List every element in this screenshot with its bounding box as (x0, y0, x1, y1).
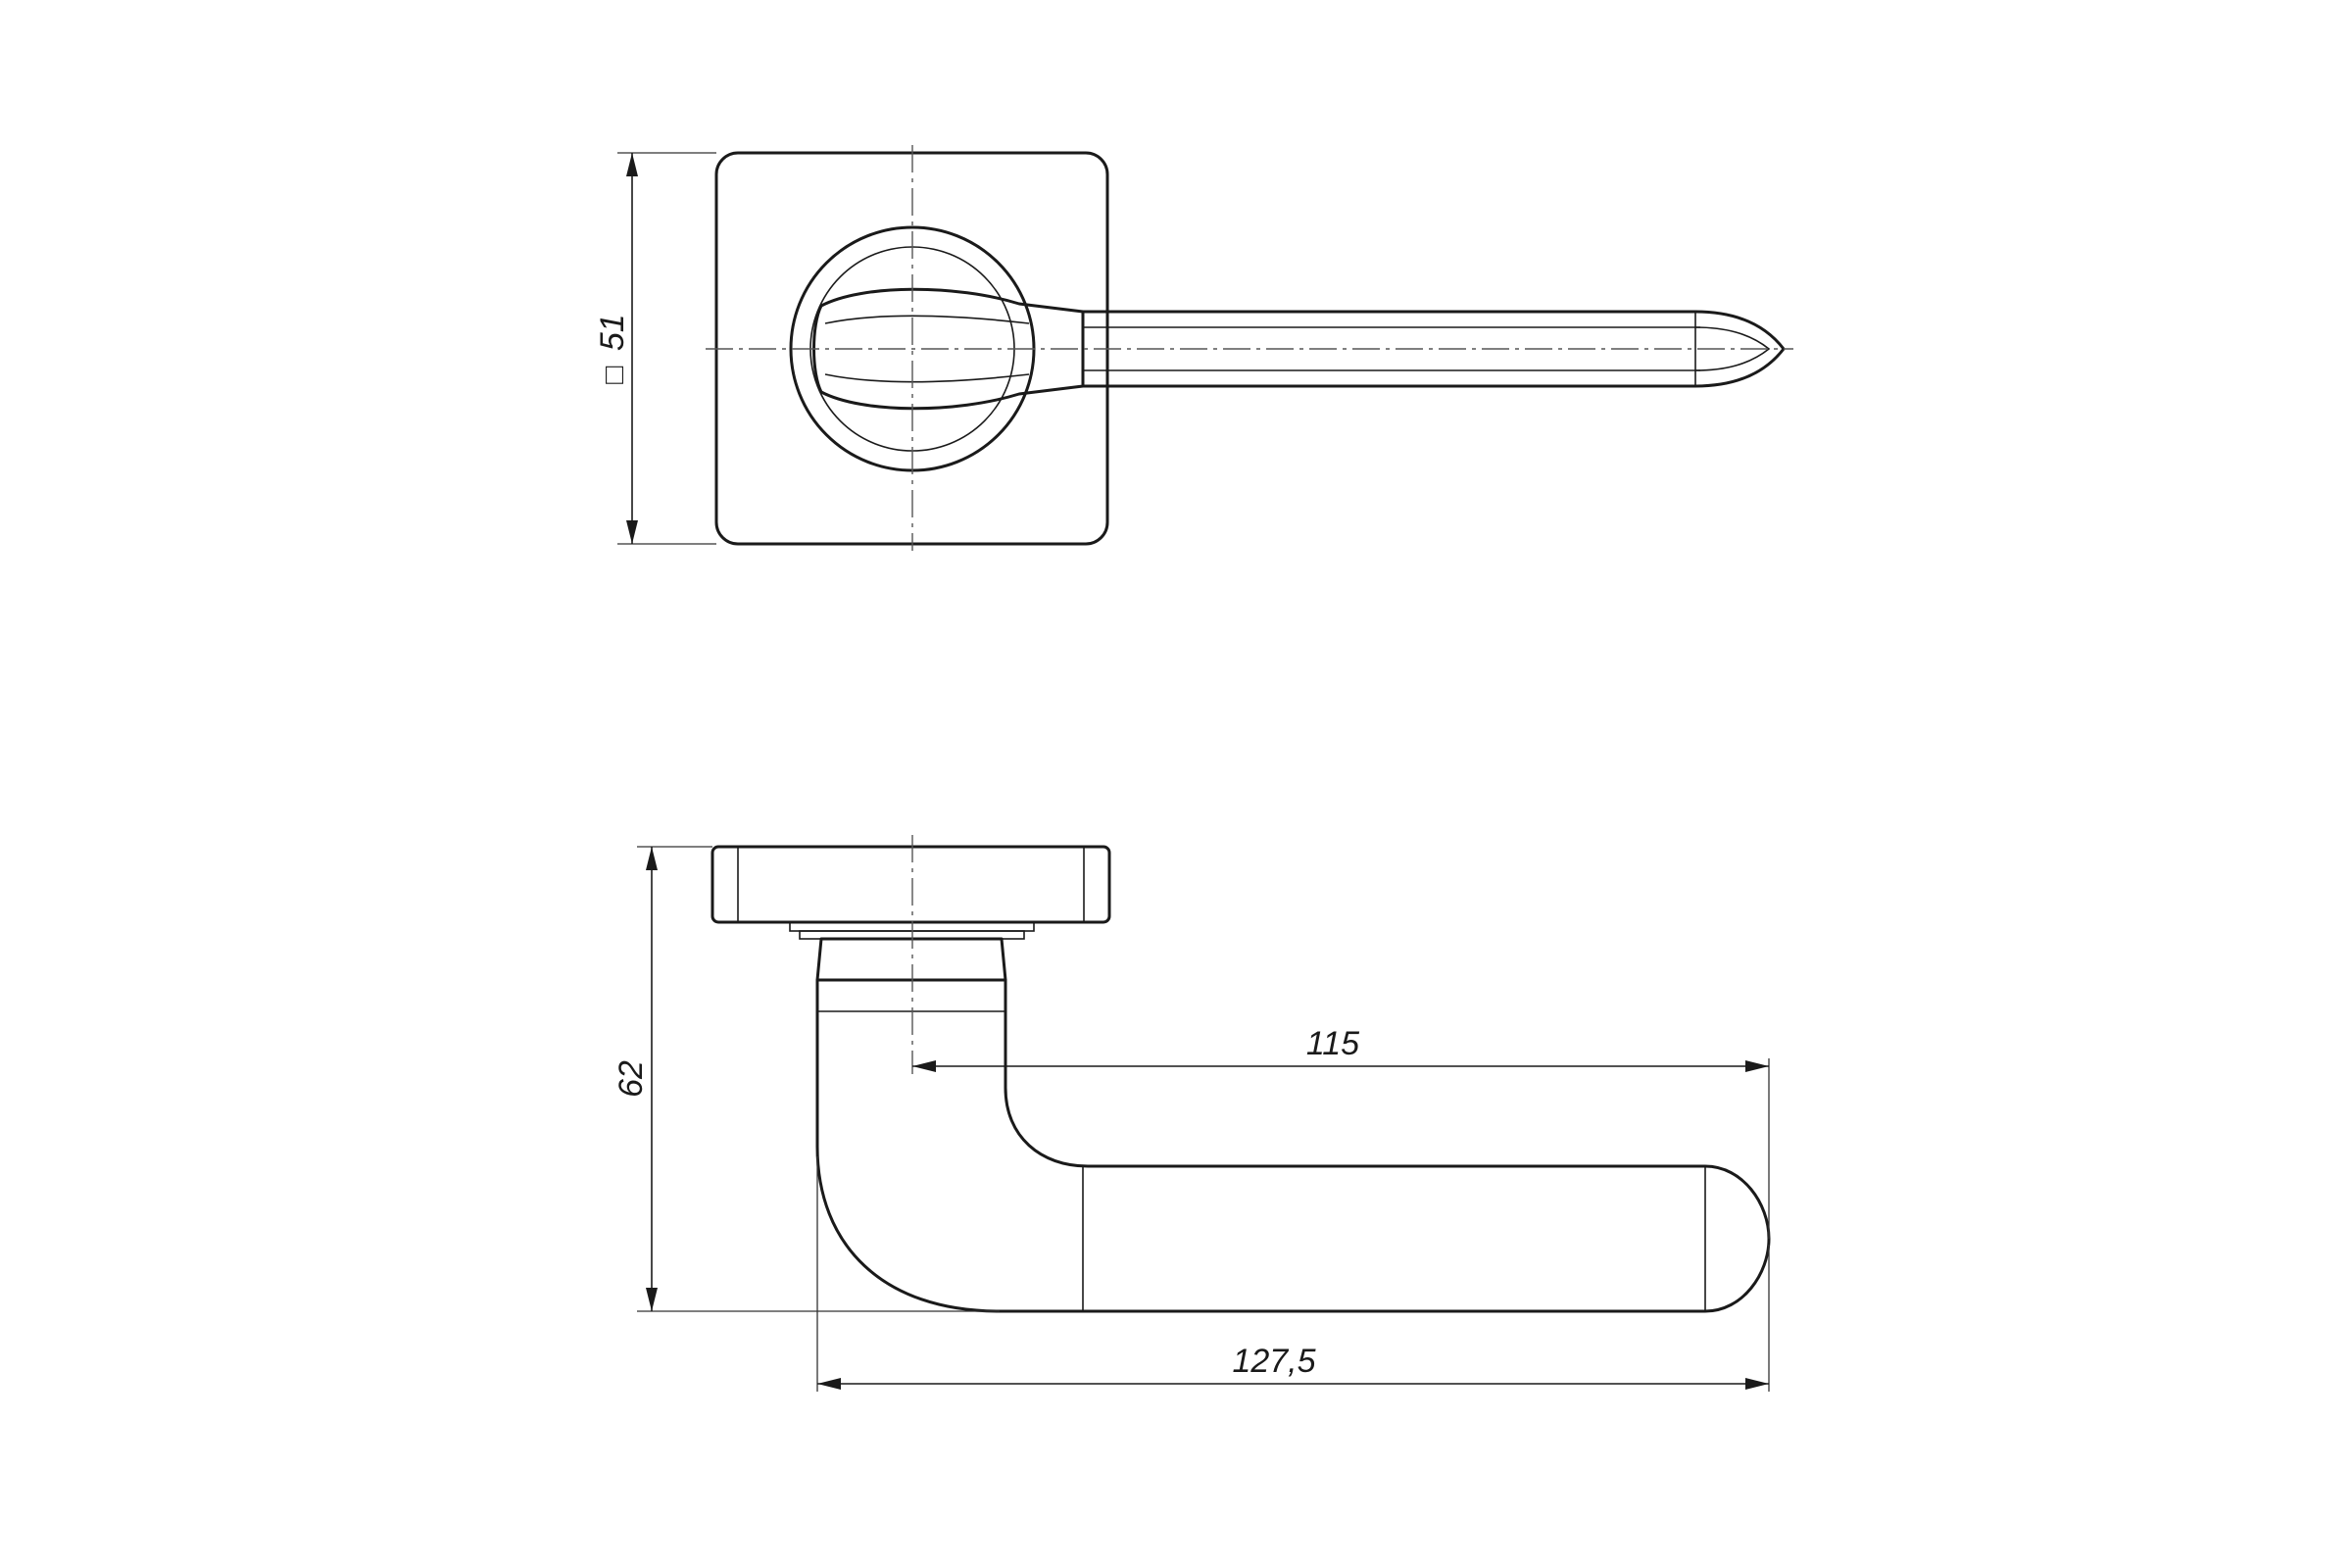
projection-dim-arrow-left (912, 1060, 936, 1072)
lever-tip-detail (1694, 326, 1771, 371)
lever-neck-detail (824, 315, 1030, 383)
svg-text:□ 51: □ 51 (594, 314, 631, 383)
height-value: 62 (612, 1060, 650, 1098)
height-dim-arrow-bottom (646, 1288, 658, 1311)
square-symbol: □ (598, 366, 630, 384)
length-dim-arrow-right (1745, 1378, 1769, 1390)
plate-dim-arrow-bottom (626, 520, 638, 544)
top-view: □ 51 (594, 145, 1793, 551)
plate-dim-label: □ 51 (594, 314, 631, 383)
height-dim-label: 62 (612, 1060, 650, 1098)
total-length-value: 127,5 (1232, 1343, 1315, 1380)
neck-collar (815, 937, 1007, 982)
length-dim-arrow-left (817, 1378, 841, 1390)
projection-value: 115 (1306, 1025, 1359, 1062)
projection-dim-arrow-right (1745, 1060, 1769, 1072)
rosette-profile (710, 845, 1111, 924)
lever-neck (812, 287, 1085, 411)
height-dim-arrow-top (646, 847, 658, 870)
lever-body (815, 978, 1771, 1313)
plate-size-value: 51 (594, 314, 631, 351)
plate-dim-arrow-top (626, 153, 638, 176)
side-view: 62 115 127,5 (612, 835, 1771, 1392)
